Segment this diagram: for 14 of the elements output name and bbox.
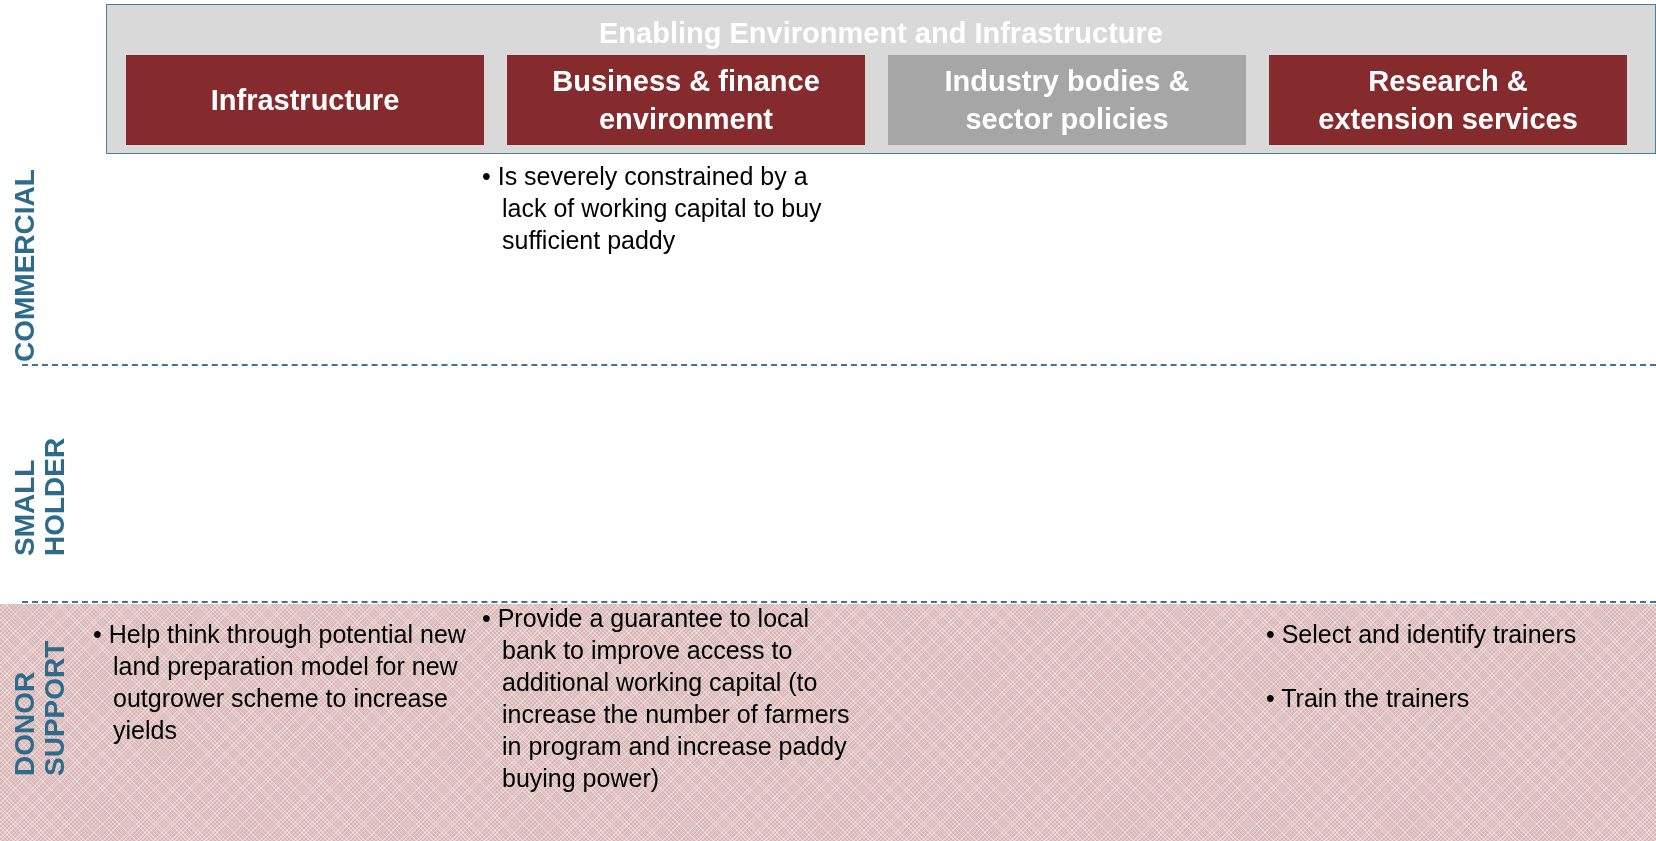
- column-header: Industry bodies & sector policies: [888, 55, 1246, 145]
- row-label: DONOR SUPPORT: [10, 639, 70, 776]
- column-header: Research & extension services: [1269, 55, 1627, 145]
- shaded-row-band: [0, 604, 1656, 841]
- header-band: [106, 4, 1656, 154]
- column-header: Business & finance environment: [507, 55, 865, 145]
- bullet-text: • Is severely constrained by a lack of working capital to buy sufficient paddy: [482, 161, 822, 256]
- bullet-text: • Select and identify trainers: [1266, 619, 1578, 650]
- row-label: COMMERCIAL: [10, 168, 40, 362]
- bullet-text: • Provide a guarantee to local bank to improve access to additional working capital (to increase the number of farmers in program and increase paddy buying power): [482, 603, 851, 794]
- row-label: SMALL HOLDER: [10, 436, 70, 556]
- bullet-text: • Train the trainers: [1266, 683, 1471, 714]
- column-header: Infrastructure: [126, 55, 484, 145]
- bullet-text: • Help think through potential new land preparation model for new outgrower scheme to increase yields: [93, 619, 467, 746]
